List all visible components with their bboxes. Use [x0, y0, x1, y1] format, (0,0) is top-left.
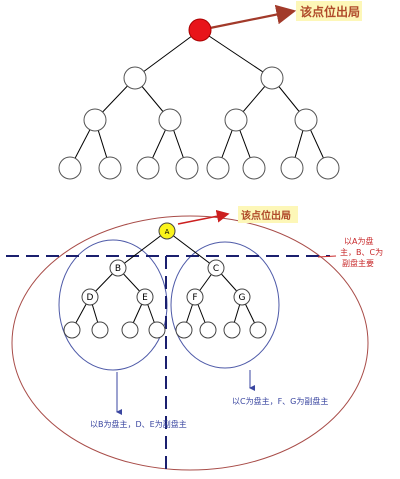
- top-tree-edges: [69, 29, 329, 169]
- tree-leaf-node: [58, 156, 82, 180]
- top-callout-arrow: [209, 4, 297, 30]
- bottom-callout-arrow: [177, 209, 230, 225]
- tree-node: [294, 108, 318, 132]
- tree-node: [260, 66, 284, 90]
- node-e-label: E: [142, 293, 148, 303]
- tree-leaf-node: [249, 321, 267, 339]
- ellipse-b-group: [58, 239, 168, 371]
- tree-leaf-node: [316, 156, 340, 180]
- ellipse-c-group: [170, 241, 280, 369]
- node-f: [186, 288, 204, 306]
- node-f-label: F: [192, 293, 197, 303]
- node-a: [158, 222, 176, 240]
- node-g-label: G: [239, 293, 246, 303]
- tree-leaf-node: [175, 321, 193, 339]
- annotation-right-line-1: 以A为盘: [344, 236, 373, 246]
- tree-leaf-node: [148, 321, 166, 339]
- node-a-label: A: [165, 228, 170, 236]
- outer-ellipse: [11, 215, 369, 471]
- bottom-callout-text: 该点位出局: [241, 209, 291, 222]
- bottom-tree: 该点位出局 A B C D E F G: [6, 206, 383, 472]
- tree-leaf-node: [91, 321, 109, 339]
- top-callout-text: 该点位出局: [300, 4, 360, 19]
- tree-node: [123, 66, 147, 90]
- top-tree: 该点位出局: [58, 1, 362, 180]
- edge: [199, 29, 273, 79]
- tree-leaf-node: [63, 321, 81, 339]
- top-callout-box: [296, 1, 362, 21]
- node-d-label: D: [87, 293, 94, 303]
- tree-node: [83, 108, 107, 132]
- annotation-left: 以B为盘主，D、E为副盘主: [90, 419, 187, 429]
- tree-leaf-node: [199, 321, 217, 339]
- node-b-label: B: [115, 264, 121, 274]
- annotation-mid: 以C为盘主，F、G为副盘主: [232, 396, 328, 406]
- edge: [166, 230, 217, 269]
- annotation-right-pointer: [317, 255, 337, 258]
- node-b: [109, 259, 127, 277]
- annotation-right-line-3: 副盘主要: [342, 258, 374, 268]
- tree-leaf-node: [136, 156, 160, 180]
- tree-node: [224, 108, 248, 132]
- node-d: [81, 288, 99, 306]
- tree-leaf-node: [280, 156, 304, 180]
- node-c: [207, 259, 225, 277]
- edge: [134, 29, 201, 79]
- tree-leaf-node: [223, 321, 241, 339]
- tree-leaf-node: [242, 156, 266, 180]
- node-e: [136, 288, 154, 306]
- node-g: [233, 288, 251, 306]
- edge: [117, 230, 168, 269]
- node-c-label: C: [213, 264, 219, 274]
- bottom-callout-box: [238, 206, 298, 223]
- tree-leaf-node: [121, 321, 139, 339]
- tree-leaf-node: [98, 156, 122, 180]
- tree-node: [158, 108, 182, 132]
- tree-leaf-node: [175, 156, 199, 180]
- annotation-right-line-2: 主，B、C为: [340, 247, 383, 257]
- tree-leaf-node: [206, 156, 230, 180]
- top-root-node: [188, 18, 212, 42]
